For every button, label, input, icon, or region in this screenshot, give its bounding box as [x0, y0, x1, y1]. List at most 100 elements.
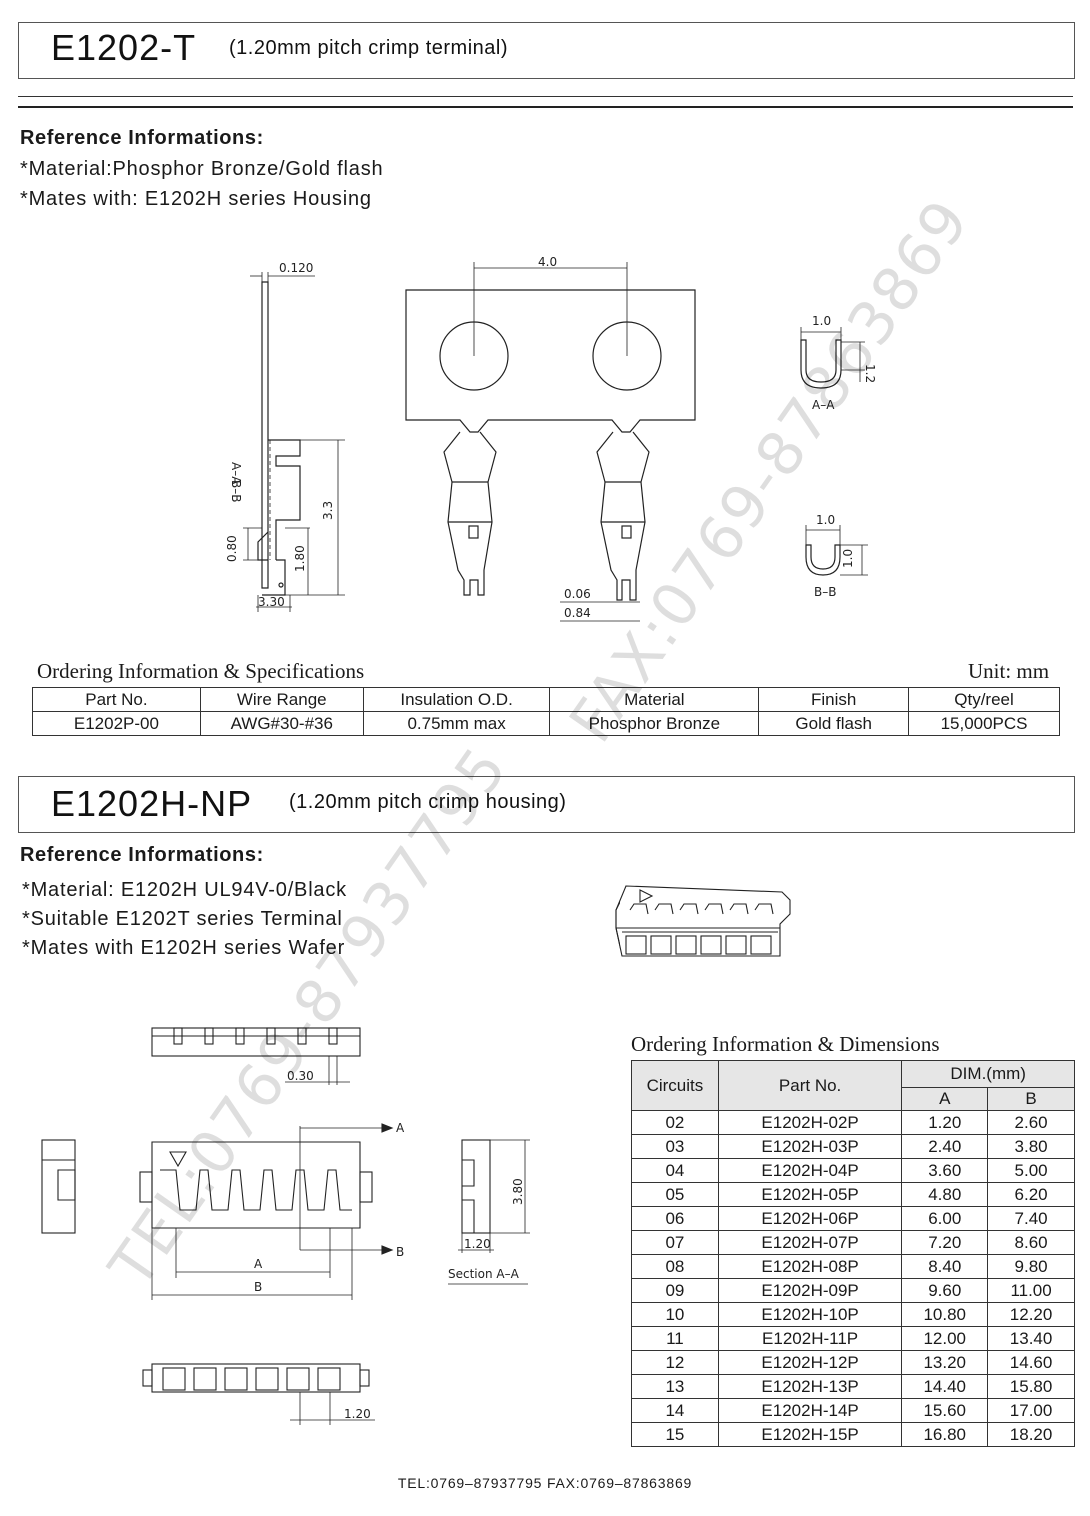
header-part-no: Part No. — [717, 1060, 903, 1111]
terminal-side-view — [257, 281, 301, 596]
table-cell: E1202H-10P — [717, 1302, 903, 1327]
table-row: E1202P-00 AWG#30-#36 0.75mm max Phosphor… — [32, 711, 1060, 736]
dim-w: 3.30 — [258, 595, 285, 609]
section2-ref-line-2: *Suitable E1202T series Terminal — [22, 908, 343, 930]
table-cell: 08 — [631, 1254, 719, 1279]
unit-label: Unit: mm — [968, 659, 1050, 683]
table-cell: 14.60 — [987, 1350, 1075, 1375]
label-aa-section: A–A — [812, 398, 835, 412]
table-cell: 10.80 — [901, 1302, 989, 1327]
table-cell: 1.20 — [901, 1110, 989, 1135]
table-cell: 6.20 — [987, 1182, 1075, 1207]
table-cell: 11.00 — [987, 1278, 1075, 1303]
section1-ref-line-2: *Mates with: E1202H series Housing — [20, 188, 372, 210]
table-cell: 2.40 — [901, 1134, 989, 1159]
table-cell: 18.20 — [987, 1422, 1075, 1447]
section-divider-thick — [18, 106, 1073, 108]
table-cell: 7.40 — [987, 1206, 1075, 1231]
table-cell: 3.80 — [987, 1134, 1075, 1159]
table-cell: 06 — [631, 1206, 719, 1231]
table-cell: 6.00 — [901, 1206, 989, 1231]
housing-front-view — [139, 1123, 394, 1300]
section2-title-box: E1202H-NP (1.20mm pitch crimp housing) — [18, 776, 1075, 833]
header-a: A — [901, 1087, 989, 1111]
table-cell: 07 — [631, 1230, 719, 1255]
table-cell: 14 — [631, 1398, 719, 1423]
header-circuits: Circuits — [631, 1060, 719, 1111]
dim-030: 0.30 — [287, 1069, 314, 1083]
table-cell: 8.40 — [901, 1254, 989, 1279]
table-cell: AWG#30-#36 — [199, 711, 364, 736]
table-cell: 12.00 — [901, 1326, 989, 1351]
table-cell: 17.00 — [987, 1398, 1075, 1423]
header-cell: Qty/reel — [908, 687, 1060, 712]
table-cell: E1202H-08P — [717, 1254, 903, 1279]
section1-title-box: E1202-T (1.20mm pitch crimp terminal) — [18, 22, 1075, 79]
table-cell: E1202P-00 — [32, 711, 201, 736]
dim-380: 3.80 — [511, 1178, 525, 1205]
dim-120-section: 1.20 — [464, 1237, 491, 1251]
table-cell: 02 — [631, 1110, 719, 1135]
section1-subtitle: (1.20mm pitch crimp terminal) — [229, 37, 509, 59]
table-cell: 15 — [631, 1422, 719, 1447]
header-dim: DIM.(mm) — [901, 1060, 1075, 1088]
section1-ref-line-1: *Material:Phosphor Bronze/Gold flash — [20, 158, 384, 180]
label-aa: A–A — [229, 462, 243, 485]
section-aa-view — [800, 339, 842, 389]
table-cell: E1202H-11P — [717, 1326, 903, 1351]
section1-ref-heading: Reference Informations: — [20, 127, 264, 149]
ordering-dims-heading: Ordering Information & Dimensions — [631, 1032, 940, 1056]
table-cell: 7.20 — [901, 1230, 989, 1255]
header-cell: Finish — [758, 687, 910, 712]
table-cell: 2.60 — [987, 1110, 1075, 1135]
housing-drawing: 0.30 A B A B 3.80 1.20 Section A–A 1.20 — [41, 900, 620, 1425]
footer-contact: TEL:0769–87937795 FAX:0769–87863869 — [397, 1475, 693, 1491]
header-cell: Wire Range — [199, 687, 364, 712]
table-cell: 15.60 — [901, 1398, 989, 1423]
table-cell: E1202H-15P — [717, 1422, 903, 1447]
dim-d1: 0.06 — [564, 587, 591, 601]
section2-ref-line-3: *Mates with E1202H series Wafer — [22, 937, 346, 959]
table-cell: Gold flash — [758, 711, 910, 736]
section2-title: E1202H-NP — [51, 783, 253, 824]
dim-thickness: 0.120 — [279, 261, 313, 275]
label-bb: B–B — [229, 480, 243, 502]
dim-height: 3.3 — [321, 501, 335, 520]
table-cell: 04 — [631, 1158, 719, 1183]
table-cell: 0.75mm max — [362, 711, 551, 736]
section1-title: E1202-T — [51, 27, 197, 68]
dim-b: B — [254, 1280, 262, 1294]
section-bb-view — [805, 544, 841, 576]
dim-bb-w: 1.0 — [816, 513, 835, 527]
table-cell: 13.20 — [901, 1350, 989, 1375]
table-cell: 10 — [631, 1302, 719, 1327]
table-cell: 05 — [631, 1182, 719, 1207]
table-cell: E1202H-03P — [717, 1134, 903, 1159]
table-cell: E1202H-14P — [717, 1398, 903, 1423]
table-cell: 4.80 — [901, 1182, 989, 1207]
table-cell: 12 — [631, 1350, 719, 1375]
dim-a: A — [254, 1257, 263, 1271]
table-cell: 8.60 — [987, 1230, 1075, 1255]
housing-3d-view — [615, 885, 791, 957]
table-cell: 3.60 — [901, 1158, 989, 1183]
housing-bottom-view — [142, 1363, 375, 1425]
dim-aa-h: 1.2 — [863, 364, 877, 383]
section2-subtitle: (1.20mm pitch crimp housing) — [289, 791, 567, 813]
table-cell: E1202H-05P — [717, 1182, 903, 1207]
dim-d2: 0.84 — [564, 606, 591, 620]
table-cell: E1202H-02P — [717, 1110, 903, 1135]
